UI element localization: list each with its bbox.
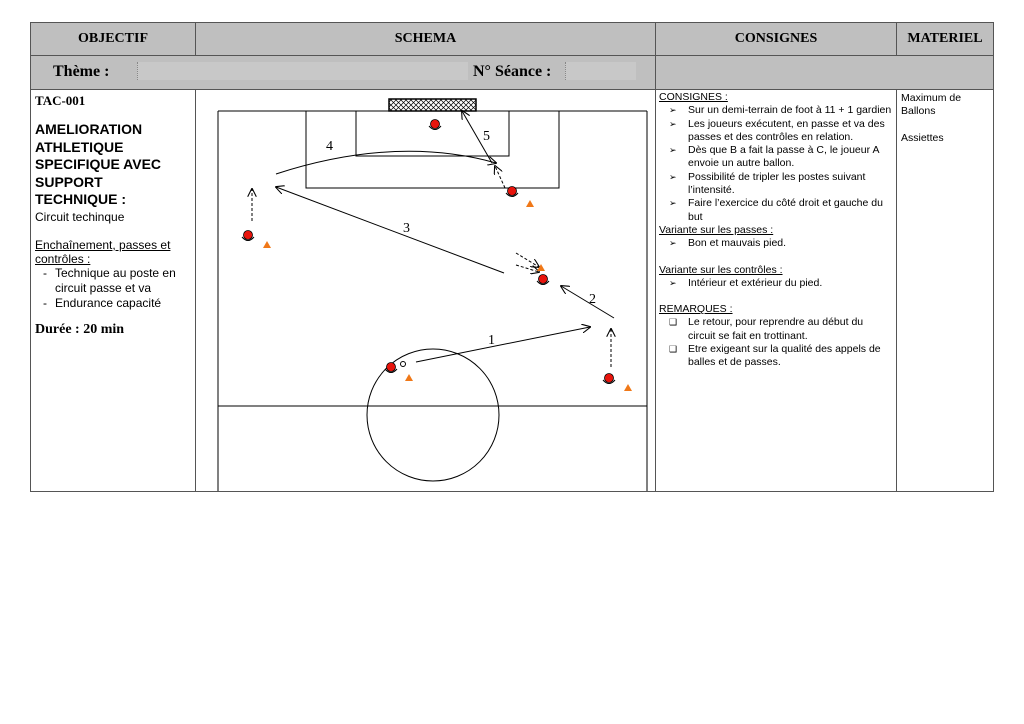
list-item: ➢ Possibilité de tripler les postes suiva… [659, 171, 893, 198]
cone-icon [526, 200, 534, 207]
variante-controles-list: ➢ Intérieur et extérieur du pied. [659, 277, 893, 290]
run-arrow [495, 166, 506, 189]
pass-arrow-1 [415, 327, 590, 363]
pass-labels: 1 2 3 4 5 [326, 129, 596, 348]
variante-passes-list: ➢ Bon et mauvais pied. [659, 237, 893, 250]
objective-subtitle: Circuit techinque [35, 209, 125, 224]
list-item-text: Le retour, pour reprendre au début du ci… [688, 316, 864, 342]
list-item: ➢ Les joueurs exécutent, en passe et va d… [659, 118, 893, 145]
arrow-bullet-icon: ➢ [669, 277, 677, 288]
objectif-cell: TAC-001 AMELIORATION ATHLETIQUE SPECIFIQ… [30, 89, 196, 492]
theme-row-right [655, 55, 994, 90]
objective-title-line: SUPPORT [35, 173, 103, 190]
pass-label: 3 [403, 221, 410, 236]
pass-arrow-3 [276, 187, 505, 274]
list-item: ❑ Etre exigeant sur la qualité des appels… [659, 343, 893, 370]
list-item: ➢ Dès que B a fait la passe à C, le joueu… [659, 144, 893, 171]
pass-arrow-5 [462, 111, 493, 164]
remarques-list: ❑ Le retour, pour reprendre au début du c… [659, 316, 893, 369]
seance-label: N° Séance : [473, 63, 552, 80]
pass-label: 2 [589, 292, 596, 307]
list-item: Endurance capacité [43, 296, 191, 311]
duration: Durée : 20 min [35, 321, 125, 337]
consignes-list: ➢ Sur un demi-terrain de foot à 11 + 1 ga… [659, 104, 893, 224]
pass-arrows [252, 111, 614, 367]
materiel-cell: Maximum de Ballons Assiettes [896, 89, 994, 492]
cone-icon [263, 241, 271, 248]
header-objectif: OBJECTIF [30, 22, 196, 56]
list-item-text: Etre exigeant sur la qualité des appels … [688, 343, 881, 369]
pass-label: 4 [326, 139, 333, 154]
run-arrow [515, 252, 539, 267]
list-item: ➢ Bon et mauvais pied. [659, 237, 893, 250]
list-item-text: Intérieur et extérieur du pied. [688, 276, 823, 289]
checkbox-bullet-icon: ❑ [669, 317, 678, 328]
arrow-bullet-icon: ➢ [669, 198, 677, 209]
header-materiel: MATERIEL [896, 22, 994, 56]
list-item: ➢ Faire l’exercice du côté droit et gauch… [659, 197, 893, 224]
run-arrow [515, 264, 539, 272]
objective-title-line: SPECIFIQUE AVEC [35, 156, 162, 172]
schema-cell: 1 2 3 4 5 [195, 89, 656, 492]
objective-list: Technique au poste en circuit passe et v… [35, 266, 191, 311]
list-item: ❑ Le retour, pour reprendre au début du c… [659, 316, 893, 343]
arrow-bullet-icon: ➢ [669, 118, 677, 129]
goal-net [388, 98, 477, 112]
list-item-text: Faire l’exercice du côté droit et gauche… [688, 197, 883, 223]
player-icon [428, 119, 442, 130]
objective-title-line: AMELIORATION [35, 121, 143, 137]
materiel-item: Assiettes [901, 131, 944, 144]
pass-label: 5 [483, 129, 490, 144]
pitch-lines [217, 110, 648, 491]
arrow-bullet-icon: ➢ [669, 105, 677, 116]
pass-label: 1 [488, 333, 495, 348]
arrow-bullet-icon: ➢ [669, 238, 677, 249]
theme-row: Thème : N° Séance : [30, 55, 656, 90]
arrow-bullet-icon: ➢ [669, 171, 677, 182]
player-icon [241, 230, 255, 241]
cones [263, 200, 632, 391]
objective-title-line: TECHNIQUE : [35, 191, 126, 207]
list-item: ➢ Intérieur et extérieur du pied. [659, 277, 893, 290]
seance-input[interactable] [565, 62, 636, 80]
checkbox-bullet-icon: ❑ [669, 344, 678, 355]
variante-passes-heading: Variante sur les passes : [659, 223, 774, 236]
ball-icon [400, 361, 406, 367]
theme-input[interactable] [137, 62, 468, 80]
header-consignes: CONSIGNES [655, 22, 897, 56]
player-icon [384, 362, 398, 373]
cone-icon [537, 264, 545, 271]
arrow-bullet-icon: ➢ [669, 145, 677, 156]
center-circle [366, 348, 500, 482]
section-title: Enchaînement, passes et contrôles : [35, 237, 171, 266]
list-item-text: Bon et mauvais pied. [688, 237, 787, 250]
objective-title-line: ATHLETIQUE [35, 138, 124, 155]
list-item-text: Possibilité de tripler les postes suivan… [688, 170, 866, 197]
consignes-heading: CONSIGNES : [659, 91, 728, 103]
variante-controles-heading: Variante sur les contrôles : [659, 263, 783, 276]
list-item: Technique au poste en circuit passe et v… [43, 266, 191, 296]
field-diagram: 1 2 3 4 5 [217, 98, 648, 491]
header-schema: SCHEMA [195, 22, 656, 56]
remarques-heading: REMARQUES : [659, 303, 733, 316]
pass-arrow-2 [561, 286, 615, 319]
player-icon [505, 186, 519, 197]
consignes-cell: CONSIGNES : ➢ Sur un demi-terrain de foot… [655, 89, 897, 492]
cone-icon [624, 384, 632, 391]
list-item-text: Sur un demi-terrain de foot à 11 + 1 gar… [688, 104, 892, 117]
cone-icon [405, 374, 413, 381]
theme-label: Thème : [53, 63, 110, 80]
list-item: ➢ Sur un demi-terrain de foot à 11 + 1 ga… [659, 104, 893, 117]
materiel-item: Maximum de Ballons [901, 92, 962, 118]
list-item-text: Les joueurs exécutent, en passe et va de… [688, 117, 885, 143]
pass-arrow-4 [275, 150, 496, 175]
players [241, 119, 616, 384]
player-icon [602, 373, 616, 384]
player-icon [536, 274, 550, 285]
session-code: TAC-001 [35, 93, 86, 108]
objective-title: AMELIORATION ATHLETIQUE SPECIFIQUE AVEC … [35, 121, 191, 209]
list-item-text: Dès que B a fait la passe à C, le joueur… [688, 144, 879, 170]
